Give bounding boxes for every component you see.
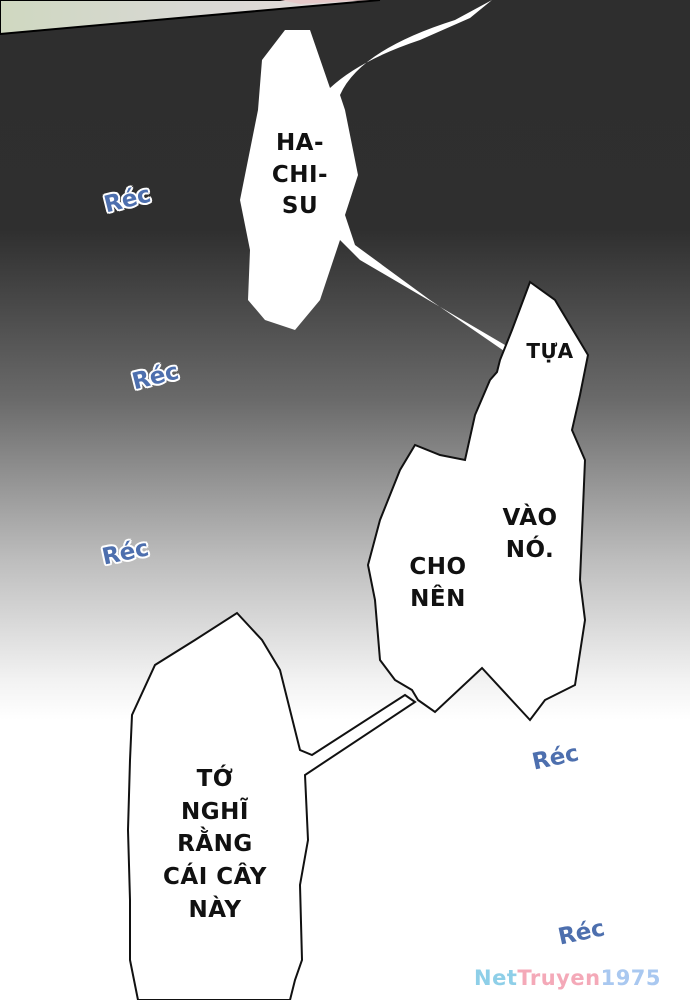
bubble-text-vao-no: VÀO NÓ.: [480, 503, 580, 566]
watermark-part: Truyen: [517, 966, 601, 990]
bubble-line: SU: [281, 193, 319, 220]
bubble-line: TỚ: [196, 766, 234, 792]
bubble-line: CÁI CÂY: [163, 863, 267, 890]
bubble-line: NÓ.: [505, 536, 555, 563]
watermark-part: Net: [474, 966, 518, 990]
bubble-line: NÊN: [410, 585, 466, 612]
bubble-line: NÀY: [188, 896, 242, 923]
bubble-line: HA-: [275, 130, 325, 156]
watermark-part: 1975: [600, 966, 662, 990]
bubble-line: VÀO: [502, 505, 558, 531]
bubble-line: RẰNG: [177, 831, 253, 858]
bubble-text-hachisu: HA- CHI- SU: [250, 128, 350, 223]
speech-bubble-tua-vao-no: [366, 280, 590, 722]
bubble-text-cho-nen: CHO NÊN: [388, 552, 488, 615]
bubble-text-tua: TỰA: [526, 339, 574, 363]
bubble-line: CHI-: [271, 161, 329, 188]
speech-bubble-hachisu: [240, 0, 510, 355]
bubble-text-to-nghi: TỚ NGHĨ RẰNG CÁI CÂY NÀY: [140, 763, 290, 926]
top-panel-edge: [0, 0, 381, 36]
bubble-line: CHO: [409, 554, 467, 580]
watermark: NetTruyen1975: [474, 966, 661, 990]
bubble-line: NGHĨ: [181, 798, 249, 825]
speech-bubble-to-nghi: [126, 611, 417, 1000]
